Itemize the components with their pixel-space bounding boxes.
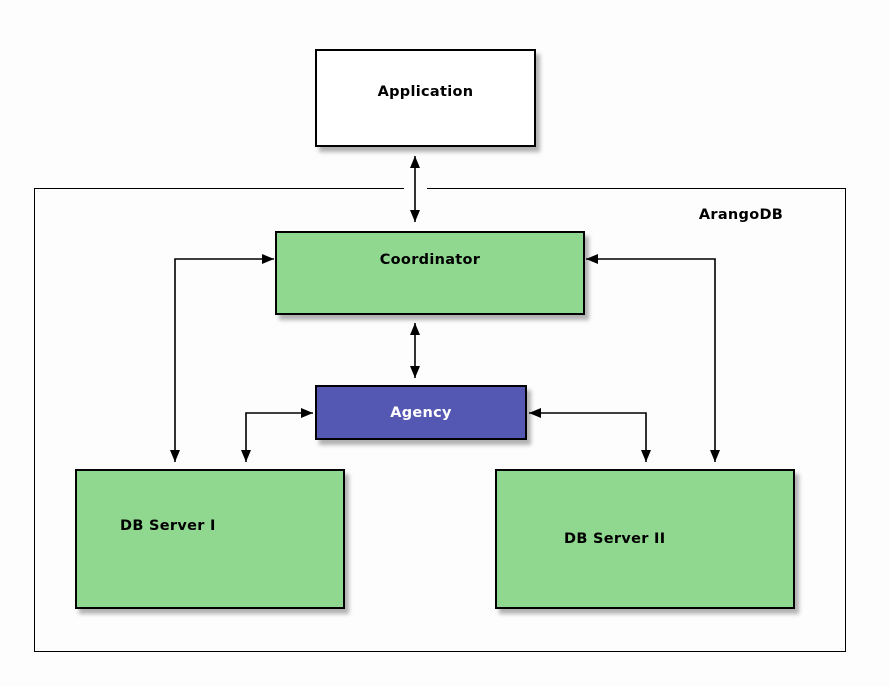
- node-agency: Agency: [315, 385, 527, 440]
- node-coordinator: Coordinator: [275, 231, 585, 315]
- node-agency-label: Agency: [390, 404, 452, 421]
- node-dbserver1-label: DB Server I: [120, 518, 216, 534]
- node-coordinator-label: Coordinator: [379, 252, 481, 268]
- node-dbserver2-label: DB Server II: [564, 531, 666, 547]
- node-dbserver1: DB Server I: [75, 469, 345, 609]
- node-application: Application: [315, 49, 536, 147]
- arangodb-container-frame: [34, 188, 846, 652]
- node-application-label: Application: [377, 83, 474, 100]
- node-dbserver2: DB Server II: [495, 469, 795, 609]
- arangodb-container-label: ArangoDB: [698, 207, 784, 223]
